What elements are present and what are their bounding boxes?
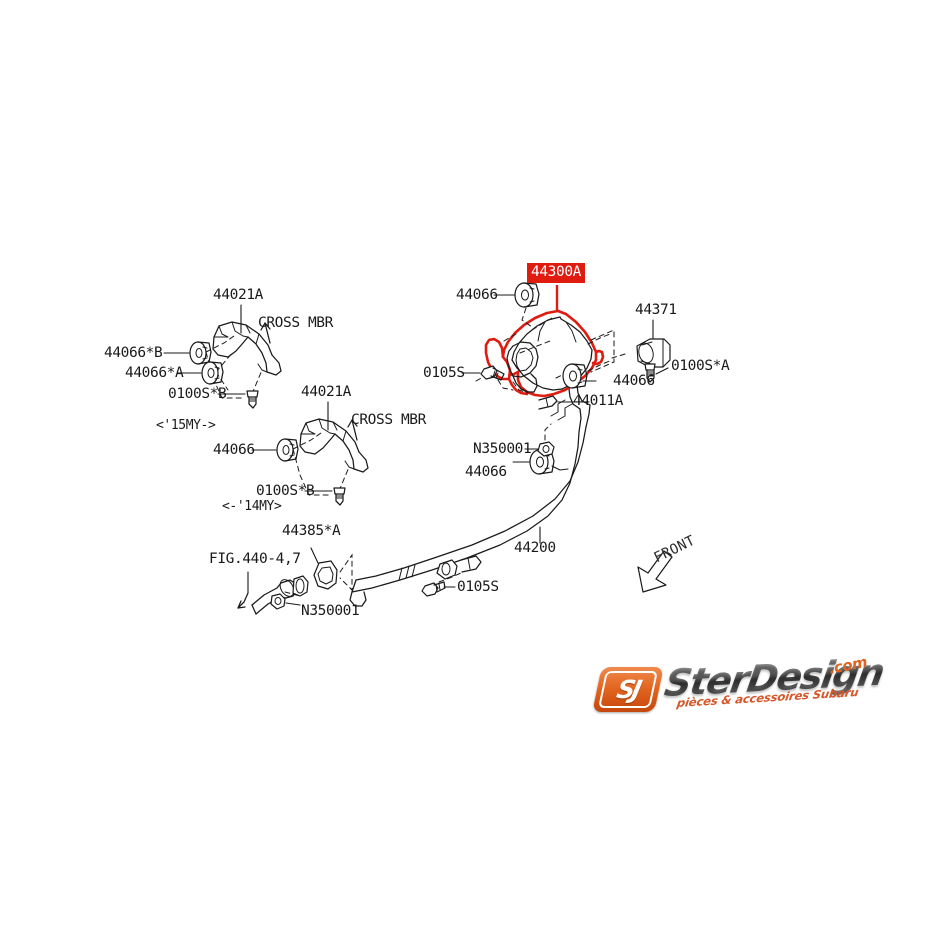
label-cross-mbr-upper: CROSS MBR	[258, 315, 333, 331]
watermark-emblem-glyph: SJ	[614, 675, 642, 704]
gasket-44385a	[313, 560, 338, 590]
label-0100s-b-lower: 0100S*B	[256, 483, 315, 499]
label-44066-center: 44066	[465, 464, 507, 480]
bolt-0100s-b-lower	[333, 487, 346, 506]
bushing-44066-a	[201, 361, 224, 385]
bracket-assembly-upper	[163, 304, 282, 409]
highlighted-part-callout: 44300A	[527, 263, 585, 283]
label-n350001-center: N350001	[473, 441, 532, 457]
watermark-logo: SJ SterDesign .com pièces & accessoires …	[592, 651, 887, 722]
label-44066-muffler-bottom: 44066	[613, 373, 655, 389]
label-44066-b: 44066*B	[104, 345, 163, 361]
label-0105s-muffler: 0105S	[423, 365, 465, 381]
label-44021a-lower: 44021A	[301, 384, 351, 400]
label-cross-mbr-lower: CROSS MBR	[351, 412, 426, 428]
label-44200: 44200	[514, 540, 556, 556]
label-0100s-a: 0100S*A	[671, 358, 730, 374]
label-44385a: 44385*A	[282, 523, 341, 539]
bracket-assembly-lower	[251, 401, 369, 506]
front-pipe-joint-assembly	[237, 547, 353, 615]
bolt-0105s-bottom	[421, 581, 446, 597]
label-44021a-upper: 44021A	[213, 287, 263, 303]
label-44066-a: 44066*A	[125, 365, 184, 381]
bushing-44066-b	[189, 341, 212, 365]
label-44066-lower: 44066	[213, 442, 255, 458]
bushing-44066-muffler-top	[514, 282, 540, 308]
bolt-0105s-muffler	[480, 365, 505, 381]
label-44066-muffler-top: 44066	[456, 287, 498, 303]
label-44011a: 44011A	[573, 393, 623, 409]
nut-n350001-left	[270, 593, 286, 610]
bracket-44371-assembly	[611, 319, 671, 383]
main-exhaust-pipe-44200	[349, 382, 591, 607]
bolt-0100s-a	[644, 363, 656, 383]
bushing-44066-muffler-bottom	[562, 363, 588, 389]
muffler-44300a-highlighted	[475, 285, 615, 398]
label-fig-440-47: FIG.440-4,7	[209, 551, 301, 567]
hanger-center-assembly	[512, 423, 569, 475]
nut-n350001-center	[537, 441, 555, 457]
label-44371: 44371	[635, 302, 677, 318]
front-direction-arrow	[637, 550, 673, 593]
label-year-note-lower: <-'14MY>	[222, 499, 282, 514]
label-n350001-left: N350001	[301, 603, 360, 619]
pipe-joint-44011a	[538, 395, 584, 410]
label-0105s-bottom: 0105S	[457, 579, 499, 595]
bushing-44066-lower	[276, 438, 299, 462]
label-0100s-b-upper: 0100S*B	[168, 386, 227, 402]
label-year-note-upper: <'15MY->	[156, 418, 216, 433]
bolt-0100s-b-upper	[246, 390, 259, 409]
watermark-emblem: SJ	[592, 667, 664, 712]
